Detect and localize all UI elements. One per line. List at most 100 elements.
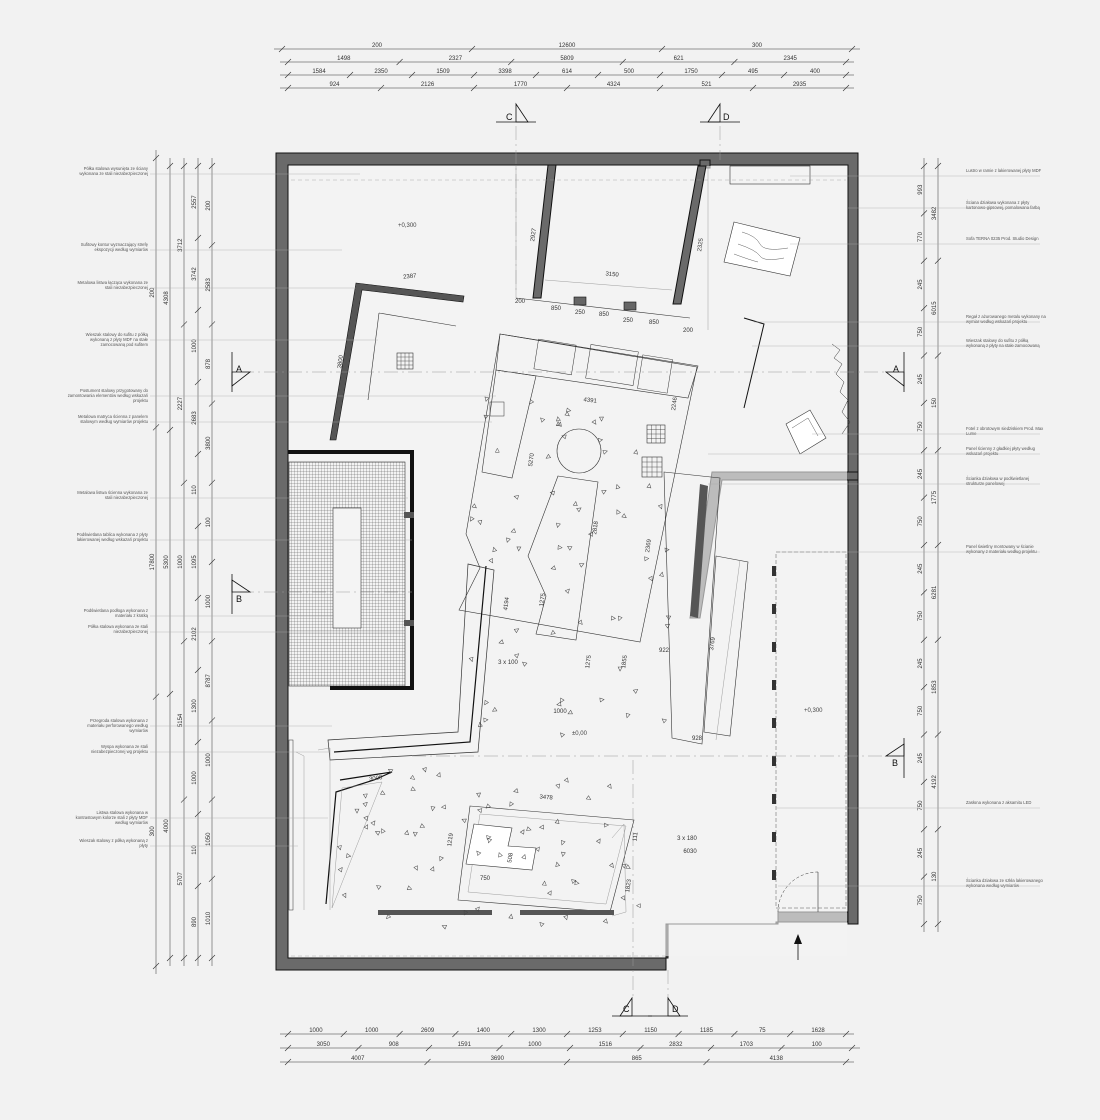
right-fitting-zone — [663, 471, 847, 960]
interior-dimension: 2927 — [530, 227, 538, 242]
interior-dimension: 250 — [575, 310, 586, 316]
callout-note: Wieszak stalowy z półką wykonaną z — [79, 838, 148, 843]
section-marker-c-top: C — [496, 102, 536, 123]
dimension-value: 924 — [329, 82, 340, 88]
interior-dimension: 250 — [623, 318, 634, 324]
terrazzo-chip — [341, 892, 347, 899]
dimension-value: 4138 — [770, 1056, 784, 1062]
terrazzo-chip — [429, 866, 435, 872]
section-a-label: A — [893, 364, 899, 374]
callout-note: Ścianka działowa w podświetlanej — [966, 476, 1029, 481]
terrazzo-chip — [478, 721, 483, 728]
dimension-value: 400 — [810, 69, 821, 75]
dimension-value: 200 — [150, 287, 156, 298]
terrazzo-chip — [567, 709, 573, 715]
chair-furniture — [785, 409, 827, 455]
curtain-rail-mark — [772, 680, 776, 690]
floor-level-top: +0,300 — [398, 223, 417, 229]
terrazzo-chip — [657, 504, 663, 510]
terrazzo-chip — [591, 419, 597, 425]
section-c-label: C — [623, 1004, 630, 1014]
dimension-value: 3050 — [317, 1042, 331, 1048]
dimension-value: 3742 — [192, 267, 198, 281]
terrazzo-chip — [519, 829, 525, 835]
callout-note: Listwa stalowa wykonana w — [97, 810, 149, 815]
terrazzo-chip — [381, 828, 386, 834]
dimension-value: 2832 — [669, 1042, 683, 1048]
terrazzo-chip — [412, 831, 418, 837]
dimension-value: 521 — [701, 82, 712, 88]
dimension-value: 5300 — [164, 555, 170, 569]
terrazzo-chip — [488, 558, 494, 564]
dimension-value: 878 — [206, 358, 212, 369]
dimension-value: 110 — [192, 845, 198, 855]
callout-note: lakierowanej według wskazań projektu — [77, 537, 149, 542]
dimension-value: 200 — [372, 43, 383, 49]
terrazzo-chip — [541, 880, 547, 886]
dimension-value: 245 — [918, 279, 924, 290]
terrazzo-chip — [599, 697, 605, 703]
terrazzo-chip — [539, 824, 544, 830]
terrazzo-chip — [617, 666, 623, 672]
section-marker-a-right: A — [884, 352, 905, 392]
terrazzo-chip — [579, 563, 585, 568]
curtain-rail-mark — [772, 870, 776, 880]
dimension-value: 1775 — [932, 490, 938, 504]
dimension-value: 1050 — [206, 832, 212, 846]
terrazzo-chip — [539, 921, 545, 928]
dimension-value: 4308 — [164, 291, 170, 305]
terrazzo-chip — [625, 864, 631, 869]
interior-dimension: 3478 — [539, 794, 553, 801]
callout-note: Regał z ażurowanego metalu wykonany na — [966, 314, 1047, 319]
terrazzo-chip — [410, 786, 416, 791]
dimension-value: 3690 — [491, 1056, 505, 1062]
callout-note: Lustro w ramie z lakierowanej płyty MDF — [966, 168, 1042, 173]
top-partitions — [515, 164, 709, 330]
terrazzo-chip — [491, 706, 498, 712]
callout-note: wykonana ze stali niezabezpieczonej — [79, 171, 148, 176]
callout-note: Panel świetlny montowany w ścianie — [966, 544, 1034, 549]
terrazzo-chip — [436, 772, 441, 778]
dimension-value: 2102 — [192, 627, 198, 641]
interior-dimension: 3150 — [605, 271, 619, 278]
dimension-value: 245 — [918, 468, 924, 479]
terrazzo-chip — [440, 804, 446, 810]
dimension-value: 5707 — [178, 871, 184, 885]
dimension-value: 6281 — [932, 585, 938, 599]
terrazzo-chip — [601, 490, 607, 495]
callout-note: Ścianka działowa ze szkła lakierowanego — [966, 878, 1043, 883]
dimension-value: 750 — [918, 705, 924, 716]
terrazzo-chip — [510, 528, 517, 533]
terrazzo-chip — [346, 853, 352, 858]
terrazzo-chip — [476, 850, 482, 856]
dimension-value: 6015 — [932, 301, 938, 315]
dimension-value: 750 — [918, 421, 924, 432]
dimension-value: 500 — [624, 69, 635, 75]
dimension-value: 1628 — [811, 1028, 825, 1034]
interior-dimension: 2387 — [403, 273, 418, 280]
terrazzo-chip — [567, 546, 573, 551]
interior-dimension: 3008 — [369, 775, 384, 783]
dimension-value: 5154 — [178, 713, 184, 727]
interior-dimension: 3 x 100 — [498, 660, 518, 666]
section-a-label: A — [236, 364, 242, 374]
dimension-value: 245 — [918, 847, 924, 858]
dimension-value: 75 — [759, 1028, 766, 1034]
terrazzo-chip — [588, 531, 593, 537]
terrazzo-chip — [547, 890, 552, 896]
callout-note: Lume — [966, 431, 977, 436]
callout-note: Fotel z obrotowym siedziskiem Prod. Max — [966, 426, 1044, 431]
interior-dimension: 3800 — [337, 354, 345, 369]
callout-note: Podświetlana podłoga wykonana z — [84, 608, 148, 613]
dimension-value: 1010 — [206, 911, 212, 925]
terrazzo-chip — [509, 801, 514, 807]
terrazzo-chip — [560, 732, 566, 738]
callout-note: wymiarów — [129, 728, 149, 733]
dimension-value: 2126 — [421, 82, 435, 88]
dimension-value: 1703 — [740, 1042, 754, 1048]
terrazzo-chip — [513, 495, 519, 500]
